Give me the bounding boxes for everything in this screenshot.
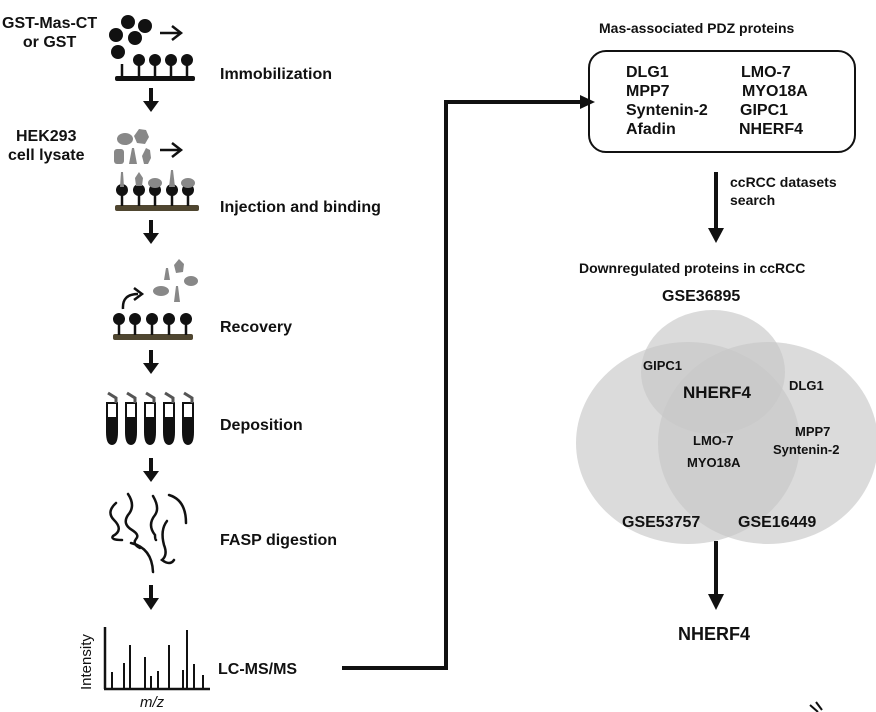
bait-beads-icon — [109, 15, 152, 59]
bait-label: GST-Mas-CT or GST — [2, 14, 97, 52]
step-immobilization: Immobilization — [220, 66, 332, 83]
venn-region-center: NHERF4 — [683, 383, 752, 402]
venn-set-label-right: GSE16449 — [738, 514, 817, 531]
venn-region-top-left: GIPC1 — [643, 358, 683, 373]
pdz-protein: MPP7 — [626, 83, 670, 100]
lysate-label-line1: HEK293 — [16, 128, 77, 145]
pdz-panel-title: Mas-associated PDZ proteins — [599, 20, 795, 36]
bait-label-line2: or GST — [22, 34, 77, 51]
venn-diagram — [576, 310, 876, 544]
down-arrow-icon — [708, 172, 724, 243]
venn-set-label-top: GSE36895 — [662, 288, 741, 305]
venn-title: Downregulated proteins in ccRCC — [579, 260, 806, 276]
step-lc-ms-ms: LC-MS/MS — [218, 661, 298, 678]
binding-surface-icon — [115, 170, 199, 211]
flow-right-arrow-icon — [160, 25, 184, 41]
pdz-protein: MYO18A — [742, 83, 808, 100]
pdz-protein: Afadin — [626, 121, 676, 138]
step-recovery: Recovery — [220, 319, 293, 336]
flow-right-arrow-icon — [160, 142, 184, 158]
tube-icon — [106, 391, 118, 446]
pdz-protein: DLG1 — [626, 64, 669, 81]
step-deposition: Deposition — [220, 417, 303, 434]
venn-region-right-only: Syntenin-2 — [773, 442, 840, 457]
peptide-fragments-icon — [109, 492, 188, 574]
immobilized-surface-icon — [115, 54, 195, 81]
bait-label-line1: GST-Mas-CT — [2, 15, 98, 32]
step-injection-binding: Injection and binding — [220, 199, 381, 216]
venn-set-top — [641, 310, 785, 434]
deposition-tubes-icon — [106, 391, 194, 446]
pdz-protein: LMO-7 — [741, 64, 791, 81]
mass-spectrum-plot — [103, 627, 210, 691]
datasets-search-line2: search — [730, 192, 776, 208]
lysate-label-line2: cell lysate — [8, 147, 85, 164]
down-arrow-icon — [708, 541, 724, 610]
pdz-protein: NHERF4 — [739, 121, 804, 138]
pdz-protein: Syntenin-2 — [626, 102, 708, 119]
result-protein-label: NHERF4 — [678, 624, 751, 644]
connector-arrowhead-icon — [580, 95, 595, 109]
pdz-protein-box: DLG1 MPP7 Syntenin-2 Afadin LMO-7 MYO18A… — [588, 50, 856, 153]
venn-region-left-right-1: LMO-7 — [693, 433, 734, 448]
recovery-icon — [113, 259, 198, 340]
lysate-label: HEK293 cell lysate — [8, 127, 85, 165]
venn-set-label-left: GSE53757 — [622, 514, 701, 531]
tube-icon — [125, 391, 137, 446]
venn-region-left-right-2: MYO18A — [687, 455, 741, 470]
connector-arrow — [342, 100, 582, 670]
datasets-search-line1: ccRCC datasets — [730, 174, 837, 190]
venn-region-right-only: DLG1 — [789, 378, 824, 393]
datasets-search-label: ccRCC datasets search — [730, 173, 837, 209]
pdz-protein: GIPC1 — [740, 102, 789, 119]
venn-region-right-only: MPP7 — [795, 424, 831, 439]
spectrum-x-label: m/z — [140, 694, 165, 711]
tube-icon — [163, 391, 175, 446]
step-fasp-digestion: FASP digestion — [220, 532, 338, 549]
lysate-proteins-icon — [114, 129, 151, 164]
tube-icon — [182, 391, 194, 446]
spectrum-y-label: Intensity — [78, 634, 95, 690]
tube-icon — [144, 391, 156, 446]
down-arrow-icon — [143, 88, 159, 610]
corner-mark-icon — [809, 701, 823, 712]
